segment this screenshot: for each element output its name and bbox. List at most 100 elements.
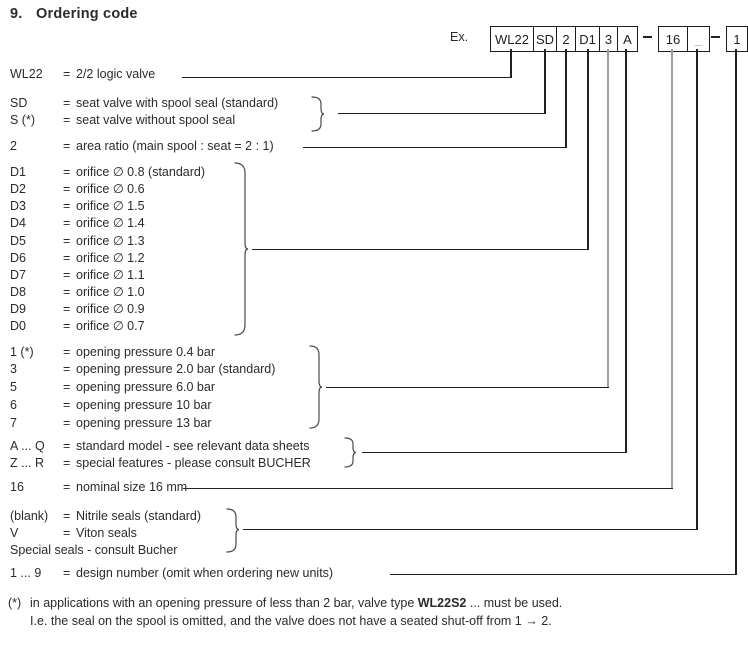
equals-sign: = xyxy=(63,416,71,430)
code-label: WL22 xyxy=(10,67,43,81)
code-description: nominal size 16 mm xyxy=(76,480,188,494)
code-description: Viton seals xyxy=(76,526,137,540)
equals-sign: = xyxy=(63,509,71,523)
row-pressure-1: 1 (*)=opening pressure 0.4 bar xyxy=(10,344,215,360)
code-description: Special seals - consult Bucher xyxy=(10,543,178,557)
row-sd: SD=seat valve with spool seal (standard) xyxy=(10,95,278,111)
connector-vline-sd xyxy=(544,49,546,113)
connector-hline-wl22 xyxy=(182,76,512,78)
equals-sign: = xyxy=(63,285,71,299)
connector-vline-a xyxy=(625,49,627,453)
code-label: 1 (*) xyxy=(10,345,34,359)
footnote-marker: (*) xyxy=(8,596,22,610)
section-title: Ordering code xyxy=(36,6,138,22)
connector-hline-d1 xyxy=(252,248,589,250)
code-label: 2 xyxy=(10,139,17,153)
code-label: 16 xyxy=(10,480,24,494)
code-label: A ... Q xyxy=(10,439,45,453)
row-d7: D7=orifice ∅ 1.1 xyxy=(10,267,145,283)
equals-sign: = xyxy=(63,234,71,248)
row-nominal-size: 16=nominal size 16 mm xyxy=(10,479,187,495)
code-separator-dash xyxy=(643,36,652,38)
code-box-2: 2 xyxy=(557,27,576,51)
code-box-wl22: WL22 xyxy=(491,27,534,51)
footnote-valve-type: WL22S2 xyxy=(417,596,467,610)
row-d6: D6=orifice ∅ 1.2 xyxy=(10,250,145,266)
footnote-line2: I.e. the seal on the spool is omitted, a… xyxy=(30,614,552,628)
code-description: orifice ∅ 0.6 xyxy=(76,182,145,196)
code-description: standard model - see relevant data sheet… xyxy=(76,439,310,453)
row-s: S (*)=seat valve without spool seal xyxy=(10,112,235,128)
row-d3: D3=orifice ∅ 1.5 xyxy=(10,198,145,214)
code-label: SD xyxy=(10,96,28,110)
brace-seals xyxy=(226,508,240,553)
code-description: seat valve with spool seal (standard) xyxy=(76,96,279,110)
equals-sign: = xyxy=(63,380,71,394)
code-label: D0 xyxy=(10,319,26,333)
code-label: S (*) xyxy=(10,113,35,127)
code-description: orifice ∅ 1.1 xyxy=(76,268,145,282)
example-label: Ex. xyxy=(450,30,469,44)
row-area-ratio: 2=area ratio (main spool : seat = 2 : 1) xyxy=(10,138,274,154)
equals-sign: = xyxy=(63,345,71,359)
equals-sign: = xyxy=(63,216,71,230)
equals-sign: = xyxy=(63,398,71,412)
code-description: opening pressure 6.0 bar xyxy=(76,380,215,394)
code-label: D8 xyxy=(10,285,26,299)
row-viton-seals: V = Viton seals xyxy=(10,525,137,541)
connector-hline-pressure xyxy=(326,387,609,389)
code-description: design number (omit when ordering new un… xyxy=(76,566,334,580)
code-description: opening pressure 2.0 bar (standard) xyxy=(76,362,276,376)
brace-model xyxy=(344,437,357,468)
code-box-sd: SD xyxy=(534,27,557,51)
code-label: D3 xyxy=(10,199,26,213)
code-description: area ratio (main spool : seat = 2 : 1) xyxy=(76,139,274,153)
connector-hline-model xyxy=(362,452,627,454)
row-pressure-7: 7=opening pressure 13 bar xyxy=(10,415,212,431)
code-description: orifice ∅ 1.0 xyxy=(76,285,145,299)
footnote-line1: (*)in applications with an opening press… xyxy=(8,596,562,610)
code-label: V xyxy=(10,526,19,540)
footnote-text: I.e. the seal on the spool is omitted, a… xyxy=(30,614,552,628)
row-d1: D1=orifice ∅ 0.8 (standard) xyxy=(10,164,205,180)
code-label: 6 xyxy=(10,398,17,412)
equals-sign: = xyxy=(63,456,71,470)
code-box-16: 16 xyxy=(659,27,688,51)
code-description: orifice ∅ 1.3 xyxy=(76,234,145,248)
code-label: 3 xyxy=(10,362,17,376)
code-box-blank: _ xyxy=(694,31,703,47)
connector-vline-1 xyxy=(735,49,737,575)
page-title: 9. Ordering code xyxy=(10,6,138,22)
section-number: 9. xyxy=(10,6,23,22)
code-box-group-main: WL22 SD 2 D1 3 A xyxy=(490,26,638,52)
code-label: D2 xyxy=(10,182,26,196)
row-nitrile-seals: (blank)=Nitrile seals (standard) xyxy=(10,508,201,524)
row-standard-model: A ... Q=standard model - see relevant da… xyxy=(10,438,309,454)
row-d5: D5=orifice ∅ 1.3 xyxy=(10,233,145,249)
code-description: Nitrile seals (standard) xyxy=(76,509,202,523)
code-description: orifice ∅ 1.2 xyxy=(76,251,145,265)
code-description: seat valve without spool seal xyxy=(76,113,236,127)
row-d4: D4=orifice ∅ 1.4 xyxy=(10,215,145,231)
brace-opening-pressure xyxy=(309,345,323,429)
equals-sign: = xyxy=(63,362,71,376)
equals-sign: = xyxy=(63,251,71,265)
connector-hline-sd xyxy=(338,112,546,114)
row-pressure-6: 6=opening pressure 10 bar xyxy=(10,397,212,413)
code-description: orifice ∅ 0.7 xyxy=(76,319,145,333)
connector-vline-wl22 xyxy=(510,49,512,77)
row-d0: D0=orifice ∅ 0.7 xyxy=(10,318,145,334)
code-box-3: 3 xyxy=(600,27,618,51)
code-box-1: 1 xyxy=(733,31,741,47)
equals-sign: = xyxy=(63,566,71,580)
code-label: 5 xyxy=(10,380,17,394)
row-design-number: 1 ... 9 = design number (omit when orderin… xyxy=(10,565,333,581)
row-d8: D8 = orifice ∅ 1.0 xyxy=(10,284,145,300)
code-label: 1 ... 9 xyxy=(10,566,42,580)
code-description: orifice ∅ 1.4 xyxy=(76,216,145,230)
equals-sign: = xyxy=(63,165,71,179)
row-special-features: Z ... R=special features - please consul… xyxy=(10,455,311,471)
equals-sign: = xyxy=(63,182,71,196)
connector-vline-3 xyxy=(607,49,609,388)
equals-sign: = xyxy=(63,526,71,540)
